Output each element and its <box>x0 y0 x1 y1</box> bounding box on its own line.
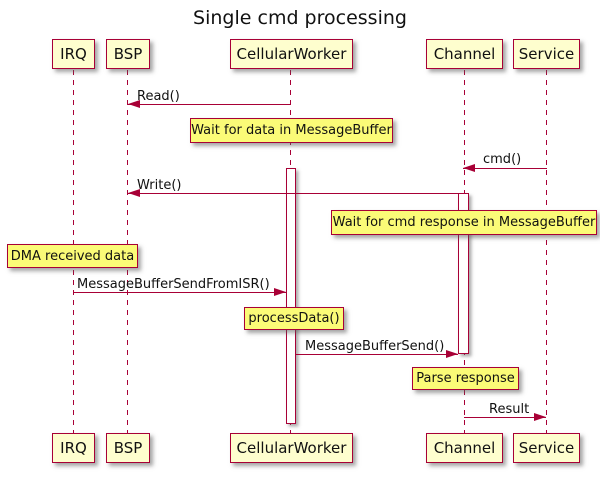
note-wait-for-cmd-response: Wait for cmd response in MessageBuffer <box>331 210 597 235</box>
lifeline-service <box>546 70 547 433</box>
arrowhead-right-icon <box>274 288 286 296</box>
participant-bsp-top: BSP <box>106 39 150 69</box>
message-line-result <box>464 417 546 418</box>
message-label-cmd: cmd() <box>483 152 522 167</box>
participant-irq-top: IRQ <box>52 39 95 69</box>
message-line-cmd <box>463 168 547 169</box>
participant-cellularworker-bottom: CellularWorker <box>230 433 353 463</box>
arrowhead-right-icon <box>446 350 458 358</box>
participant-bsp-bottom: BSP <box>106 433 150 463</box>
note-parse-response: Parse response <box>412 367 519 390</box>
message-line-messagebuffersend <box>296 354 458 355</box>
diagram-title: Single cmd processing <box>193 7 407 29</box>
participant-channel-bottom: Channel <box>426 433 503 463</box>
note-dma-received: DMA received data <box>7 244 138 268</box>
message-line-messagebuffersendfromisr <box>74 292 286 293</box>
message-line-write <box>128 193 458 194</box>
activation-bar-cellularworker <box>286 168 296 424</box>
message-label-write: Write() <box>137 178 182 193</box>
arrowhead-right-icon <box>534 413 546 421</box>
arrowhead-left-icon <box>463 164 475 172</box>
participant-service-bottom: Service <box>513 433 580 463</box>
arrowhead-left-icon <box>128 189 140 197</box>
participant-irq-bottom: IRQ <box>52 433 95 463</box>
message-label-messagebuffersendfromisr: MessageBufferSendFromISR() <box>77 277 270 292</box>
note-wait-for-data: Wait for data in MessageBuffer <box>190 118 393 143</box>
arrowhead-left-icon <box>128 100 140 108</box>
participant-service-top: Service <box>513 39 580 69</box>
message-label-result: Result <box>489 402 530 417</box>
message-label-read: Read() <box>137 89 180 104</box>
message-label-messagebuffersend: MessageBufferSend() <box>305 339 445 354</box>
activation-bar-channel <box>458 193 469 354</box>
participant-cellularworker-top: CellularWorker <box>230 39 353 69</box>
participant-channel-top: Channel <box>426 39 503 69</box>
note-processdata: processData() <box>244 307 344 330</box>
message-line-read <box>128 104 291 105</box>
